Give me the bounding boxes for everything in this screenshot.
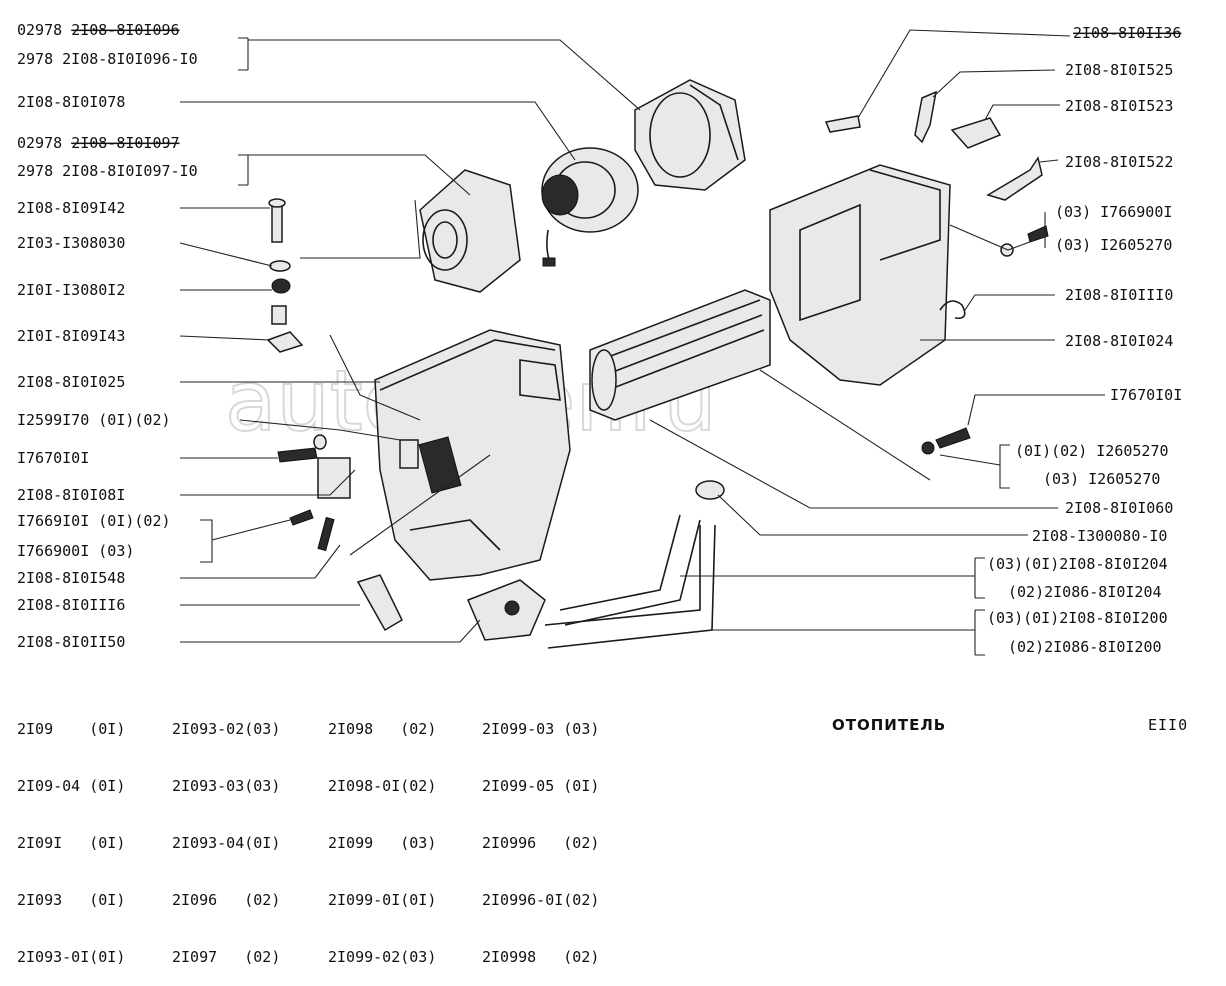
left-labels: 02978 2I08-8I0I096 2978 2I08-8I0I096-I0 …: [17, 21, 198, 651]
page-code: EII0: [1148, 716, 1189, 734]
models-col-4: 2I099-03 (03) 2I099-05 (0I) 2I0996 (02) …: [482, 682, 599, 986]
lever-part: [356, 574, 403, 632]
label-right-5b: (03) I2605270: [1055, 236, 1172, 254]
label-right-3: 2I08-8I0I523: [1065, 97, 1173, 115]
label-left-15: 2I08-8I0II50: [17, 633, 125, 651]
label-right-2: 2I08-8I0I525: [1065, 61, 1173, 79]
label-left-10: I7670I0I: [17, 449, 89, 467]
model-entry: 2I097 (02): [172, 948, 281, 966]
heater-case-right-part: [769, 164, 951, 386]
model-entry: 2I093-03(03): [172, 777, 281, 795]
heater-exploded-diagram: autopiter.ru: [17, 21, 1182, 656]
label-left-7: 2I0I-8I09I43: [17, 327, 125, 345]
model-entry: 2I0996 (02): [482, 834, 600, 852]
label-left-4: 2I08-8I09I42: [17, 199, 125, 217]
screw-part: [277, 447, 318, 463]
right-labels: 2I08-8I0II36 2I08-8I0I525 2I08-8I0I523 2…: [987, 24, 1182, 656]
label-right-8: I7670I0I: [1110, 386, 1182, 404]
blower-housing-part: [634, 79, 746, 191]
model-entry: 2I09-04 (0I): [17, 777, 126, 795]
bushing-part: [271, 305, 287, 325]
switch-part: [317, 457, 351, 499]
label-left-1b: 2978 2I08-8I0I096-I0: [17, 50, 198, 68]
label-left-6: 2I0I-I3080I2: [17, 281, 125, 299]
label-right-9a: (0I)(02) I2605270: [1015, 442, 1169, 460]
hose-lower-part: [544, 524, 716, 649]
label-left-3b: 2978 2I08-8I0I097-I0: [17, 162, 198, 180]
label-right-1: 2I08-8I0II36: [1073, 24, 1181, 42]
link-part: [950, 117, 1002, 149]
spring-clip-part: [939, 300, 966, 320]
label-right-12b: (02)2I086-8I0I204: [1008, 583, 1162, 601]
bolt-part: [268, 198, 286, 243]
screw-right2-part: [935, 427, 971, 449]
label-right-5a: (03) I766900I: [1055, 203, 1172, 221]
flap-lever-part: [986, 156, 1043, 201]
model-entry: 2I099-0I(0I): [328, 891, 437, 909]
models-col-3: 2I098 (02) 2I098-0I(02) 2I099 (03) 2I099…: [328, 682, 436, 986]
model-entry: 2I093-02(03): [172, 720, 281, 738]
model-entry: 2I099-03 (03): [482, 720, 600, 738]
label-left-2: 2I08-8I0I078: [17, 93, 125, 111]
label-left-12b: I766900I (03): [17, 542, 134, 560]
model-entry: 2I09 (0I): [17, 720, 126, 738]
model-entry: 2I093 (0I): [17, 891, 126, 909]
hose-clamp-part: [695, 480, 725, 500]
models-col-1: 2I09 (0I) 2I09-04 (0I) 2I09I (0I) 2I093 …: [17, 682, 125, 986]
label-left-1a: 02978 2I08-8I0I096: [17, 21, 180, 39]
label-right-13a: (03)(0I)2I08-8I0I200: [987, 609, 1168, 627]
blower-cover-part: [419, 169, 521, 293]
label-left-11: 2I08-8I0I08I: [17, 486, 125, 504]
label-left-8: 2I08-8I0I025: [17, 373, 125, 391]
leader-lines: [179, 29, 1105, 656]
model-entry: 2I098-0I(02): [328, 777, 437, 795]
label-left-9: I2599I70 (0I)(02): [17, 411, 171, 429]
washer-left-part: [313, 434, 327, 450]
nut-part: [271, 278, 291, 294]
model-entry: 2I09I (0I): [17, 834, 126, 852]
screw-small-part: [289, 509, 314, 526]
fan-motor-part: [541, 147, 639, 267]
bracket-part: [266, 331, 304, 353]
page-title: ОТОПИТЕЛЬ: [832, 716, 947, 734]
screw-right-part: [1027, 225, 1049, 243]
model-entry: 2I096 (02): [172, 891, 281, 909]
label-right-7: 2I08-8I0I024: [1065, 332, 1173, 350]
model-entry: 2I098 (02): [328, 720, 437, 738]
label-left-3a: 02978 2I08-8I0I097: [17, 134, 180, 152]
model-entry: 2I093-04(0I): [172, 834, 281, 852]
clip-part: [824, 115, 861, 133]
rod-part: [317, 516, 335, 552]
label-left-13: 2I08-8I0I548: [17, 569, 125, 587]
model-entry: 2I099 (03): [328, 834, 437, 852]
lever-arm-part: [914, 90, 937, 144]
model-entry: 2I099-05 (0I): [482, 777, 600, 795]
hose-upper-part: [559, 514, 701, 626]
model-entry: 2I0998 (02): [482, 948, 600, 966]
washer-right2-part: [921, 441, 935, 455]
label-right-12a: (03)(0I)2I08-8I0I204: [987, 555, 1168, 573]
label-right-11: 2I08-I300080-I0: [1032, 527, 1167, 545]
radiator-core-part: [589, 289, 771, 421]
label-left-12a: I7669I0I (0I)(02): [17, 512, 171, 530]
model-entry: 2I0996-0I(02): [482, 891, 600, 909]
label-right-4: 2I08-8I0I522: [1065, 153, 1173, 171]
label-right-13b: (02)2I086-8I0I200: [1008, 638, 1162, 656]
model-entry: 2I099-02(03): [328, 948, 437, 966]
models-col-2: 2I093-02(03) 2I093-03(03) 2I093-04(0I) 2…: [172, 682, 280, 986]
label-right-6: 2I08-8I0III0: [1065, 286, 1173, 304]
label-left-5: 2I03-I308030: [17, 234, 125, 252]
heater-housing-part: [374, 329, 571, 581]
heater-valve-part: [467, 579, 546, 641]
washer-part: [269, 260, 291, 272]
label-right-9b: (03) I2605270: [1043, 470, 1160, 488]
label-left-14: 2I08-8I0III6: [17, 596, 125, 614]
label-right-10: 2I08-8I0I060: [1065, 499, 1173, 517]
model-entry: 2I093-0I(0I): [17, 948, 126, 966]
